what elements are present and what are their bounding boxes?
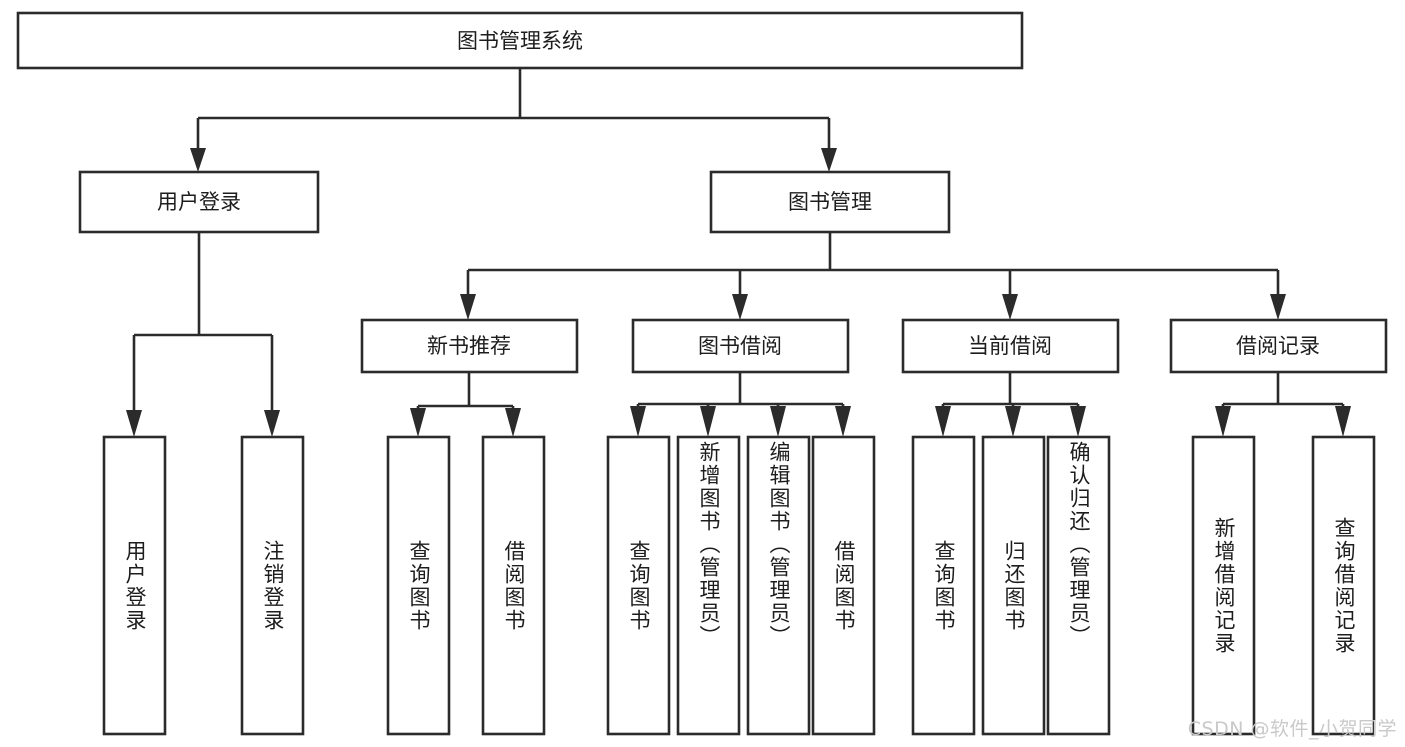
leaf-box-add-record[interactable]: [1191, 435, 1256, 736]
csdn-watermark: CSDN @软件_小贺同学: [1187, 718, 1397, 740]
node-book-borrow-label: 图书借阅: [698, 334, 782, 358]
arrow-to-current-borrow: [1002, 294, 1018, 320]
node-current-borrow-box[interactable]: [901, 318, 1120, 374]
arrow-bb-leaf1: [630, 406, 646, 437]
leaf-box-query-record[interactable]: [1311, 435, 1376, 736]
node-new-book-recommend-label: 新书推荐: [427, 334, 511, 358]
arrow-bb-leaf3: [770, 406, 786, 437]
arrow-to-book-borrow: [732, 294, 748, 320]
arrow-br-leaf2: [1335, 406, 1351, 437]
arrow-to-leaf-logout: [264, 410, 280, 437]
leaf-box-query-book-3[interactable]: [911, 435, 976, 736]
node-book-management-box[interactable]: [709, 170, 951, 234]
node-borrow-records[interactable]: 借阅记录: [1169, 318, 1388, 374]
node-new-book-recommend[interactable]: 新书推荐: [360, 318, 579, 374]
connectors-borrow-records-children: [1215, 372, 1351, 437]
node-borrow-records-label: 借阅记录: [1236, 334, 1320, 358]
node-root[interactable]: 图书管理系统: [16, 11, 1024, 70]
arrow-root-to-user-login: [190, 148, 206, 172]
arrow-nbr-leaf2: [505, 408, 521, 437]
node-root-label: 图书管理系统: [457, 29, 583, 53]
arrow-nbr-leaf1: [410, 408, 426, 437]
node-book-borrow[interactable]: 图书借阅: [631, 318, 850, 374]
connectors-root-to-level2: [190, 68, 837, 172]
node-current-borrow[interactable]: 当前借阅: [901, 318, 1120, 374]
leaf-box-borrow-book-1[interactable]: [481, 435, 546, 736]
node-new-book-recommend-box[interactable]: [360, 318, 579, 374]
arrow-to-leaf-user-login: [126, 410, 142, 437]
arrow-cb-leaf2: [1005, 406, 1021, 437]
connectors-new-book-rec-children: [410, 372, 521, 437]
leaf-box-confirm-return[interactable]: [1046, 435, 1111, 736]
leaf-box-logout[interactable]: [240, 435, 305, 736]
arrow-to-borrow-records: [1270, 294, 1286, 320]
leaf-box-borrow-book-2[interactable]: [811, 435, 876, 736]
leaf-boxes: [102, 435, 1376, 736]
leaf-box-query-book-2[interactable]: [606, 435, 671, 736]
leaf-box-add-book[interactable]: [676, 435, 741, 736]
arrow-to-new-book-rec: [460, 294, 476, 320]
node-borrow-records-box[interactable]: [1169, 318, 1388, 374]
leaf-box-user-login[interactable]: [102, 435, 167, 736]
leaf-box-edit-book[interactable]: [746, 435, 811, 736]
node-root-box[interactable]: [16, 11, 1024, 70]
connectors-book-mgmt-children: [460, 232, 1286, 320]
node-user-login[interactable]: 用户登录: [78, 170, 320, 234]
arrow-br-leaf1: [1215, 406, 1231, 437]
node-book-management[interactable]: 图书管理: [709, 170, 951, 234]
arrow-bb-leaf4: [835, 406, 851, 437]
arrow-cb-leaf3: [1070, 406, 1086, 437]
node-user-login-label: 用户登录: [157, 190, 241, 214]
node-book-management-label: 图书管理: [788, 190, 872, 214]
node-book-borrow-box[interactable]: [631, 318, 850, 374]
connectors-current-borrow-children: [935, 372, 1086, 437]
connectors-user-login-children: [126, 232, 280, 437]
arrow-cb-leaf1: [935, 406, 951, 437]
node-current-borrow-label: 当前借阅: [968, 334, 1052, 358]
arrow-bb-leaf2: [700, 406, 716, 437]
leaf-box-return-book[interactable]: [981, 435, 1046, 736]
node-user-login-box[interactable]: [78, 170, 320, 234]
arrow-root-to-book-mgmt: [821, 148, 837, 172]
connectors-book-borrow-children: [630, 372, 851, 437]
leaf-box-query-book-1[interactable]: [386, 435, 451, 736]
